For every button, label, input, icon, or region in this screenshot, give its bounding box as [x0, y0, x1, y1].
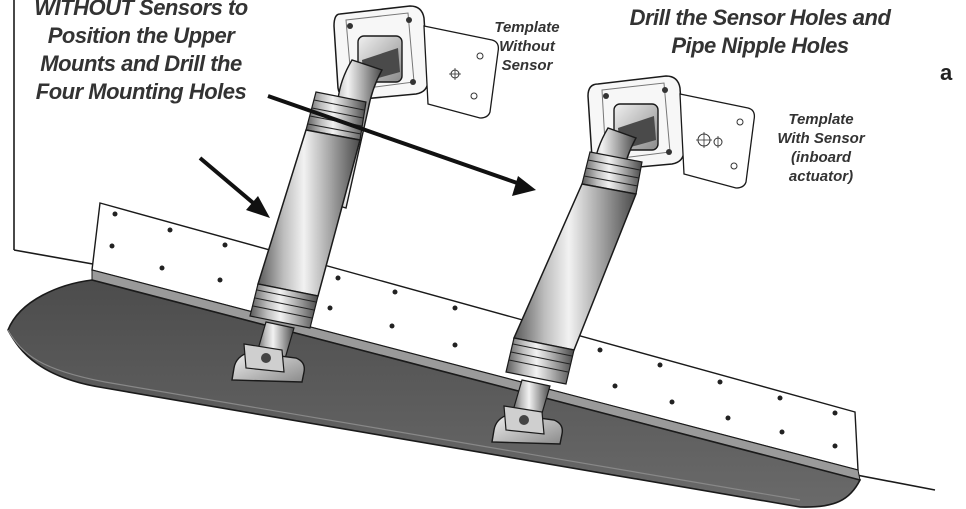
template-with-sensor [679, 93, 756, 189]
left-instruction: WITHOUT Sensors to Position the Upper Mo… [10, 0, 272, 106]
figure-letter: a [940, 60, 953, 85]
actuator-right [491, 75, 756, 445]
left-instruction-line: Four Mounting Holes [35, 79, 247, 104]
template-label-line: With Sensor [777, 130, 865, 147]
lower-mount-right [491, 405, 564, 445]
left-instruction-line: Position the Upper [47, 23, 235, 48]
left-instruction-line: WITHOUT Sensors to [34, 0, 248, 20]
lower-collar-left [249, 283, 319, 329]
template-label-line: actuator) [788, 168, 854, 185]
template-label-line: Template [494, 19, 560, 36]
actuator-left [231, 5, 500, 383]
arrow-right [267, 94, 536, 196]
template-label-line: Sensor [501, 57, 553, 74]
template-label-line: (inboard [791, 149, 851, 166]
lower-mount-left [231, 343, 306, 383]
template-label-line: Without [499, 38, 555, 55]
upper-collar-left [305, 91, 367, 141]
template-without-sensor-label: Template Without Sensor [474, 18, 580, 75]
right-instruction-line: Pipe Nipple Holes [671, 33, 849, 58]
template-with-sensor-label: Template With Sensor (inboard actuator) [756, 110, 886, 186]
arrow-left [198, 156, 270, 218]
left-instruction-line: Mounts and Drill the [40, 51, 242, 76]
template-label-line: Template [788, 111, 854, 128]
lower-collar-right [505, 337, 575, 385]
right-instruction-line: Drill the Sensor Holes and [629, 5, 891, 30]
right-instruction: Drill the Sensor Holes and Pipe Nipple H… [600, 4, 920, 60]
template-without-sensor [423, 25, 500, 119]
trim-tab-blade [7, 279, 862, 508]
